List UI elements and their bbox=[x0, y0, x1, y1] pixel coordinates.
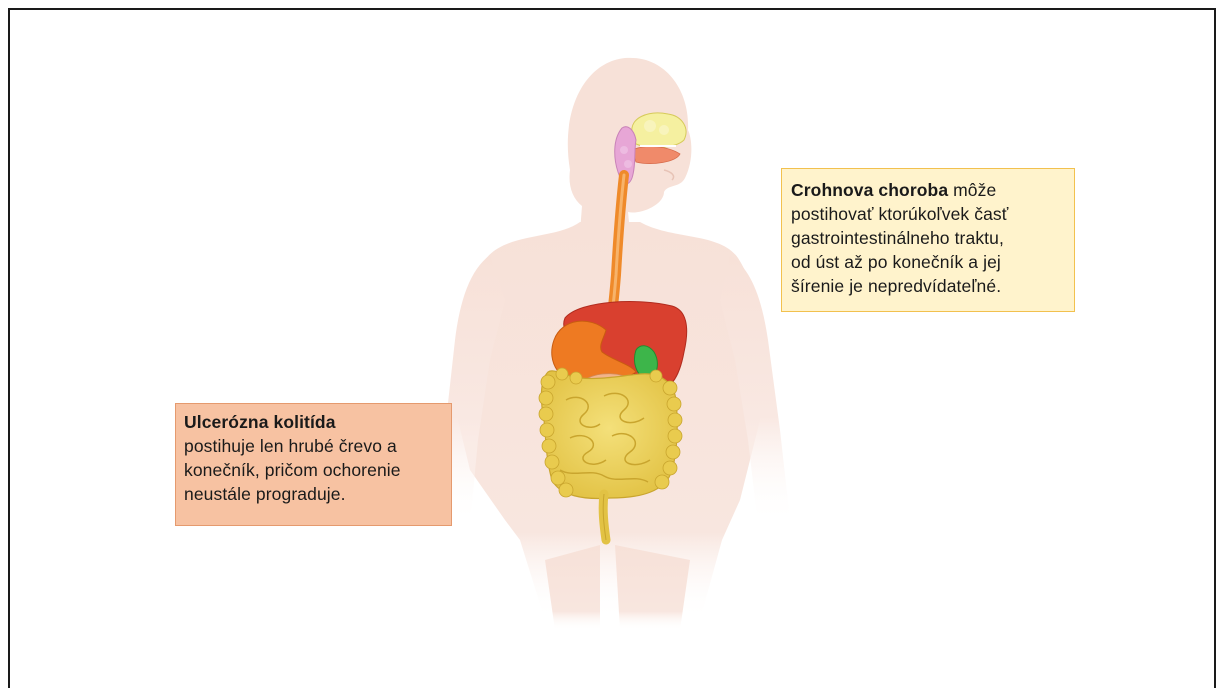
nasal-cavity bbox=[632, 113, 686, 148]
crohn-line: šírenie je nepredvídateľné. bbox=[791, 276, 1001, 296]
crohn-text-first: môže bbox=[948, 180, 996, 200]
crohn-line: postihovať ktorúkoľvek časť bbox=[791, 204, 1008, 224]
colitis-line: neustále prograduje. bbox=[184, 484, 346, 504]
ulcerative-colitis-callout: Ulcerózna kolitída postihuje len hrubé č… bbox=[175, 403, 452, 526]
crohn-title: Crohnova choroba bbox=[791, 180, 948, 200]
crohn-line: gastrointestinálneho traktu, bbox=[791, 228, 1004, 248]
crohn-disease-callout: Crohnova choroba môže postihovať ktorúko… bbox=[781, 168, 1075, 312]
colitis-line: konečník, pričom ochorenie bbox=[184, 460, 401, 480]
crohn-line: od úst až po konečník a jej bbox=[791, 252, 1001, 272]
colitis-line: postihuje len hrubé črevo a bbox=[184, 436, 397, 456]
colitis-title: Ulcerózna kolitída bbox=[184, 412, 336, 432]
